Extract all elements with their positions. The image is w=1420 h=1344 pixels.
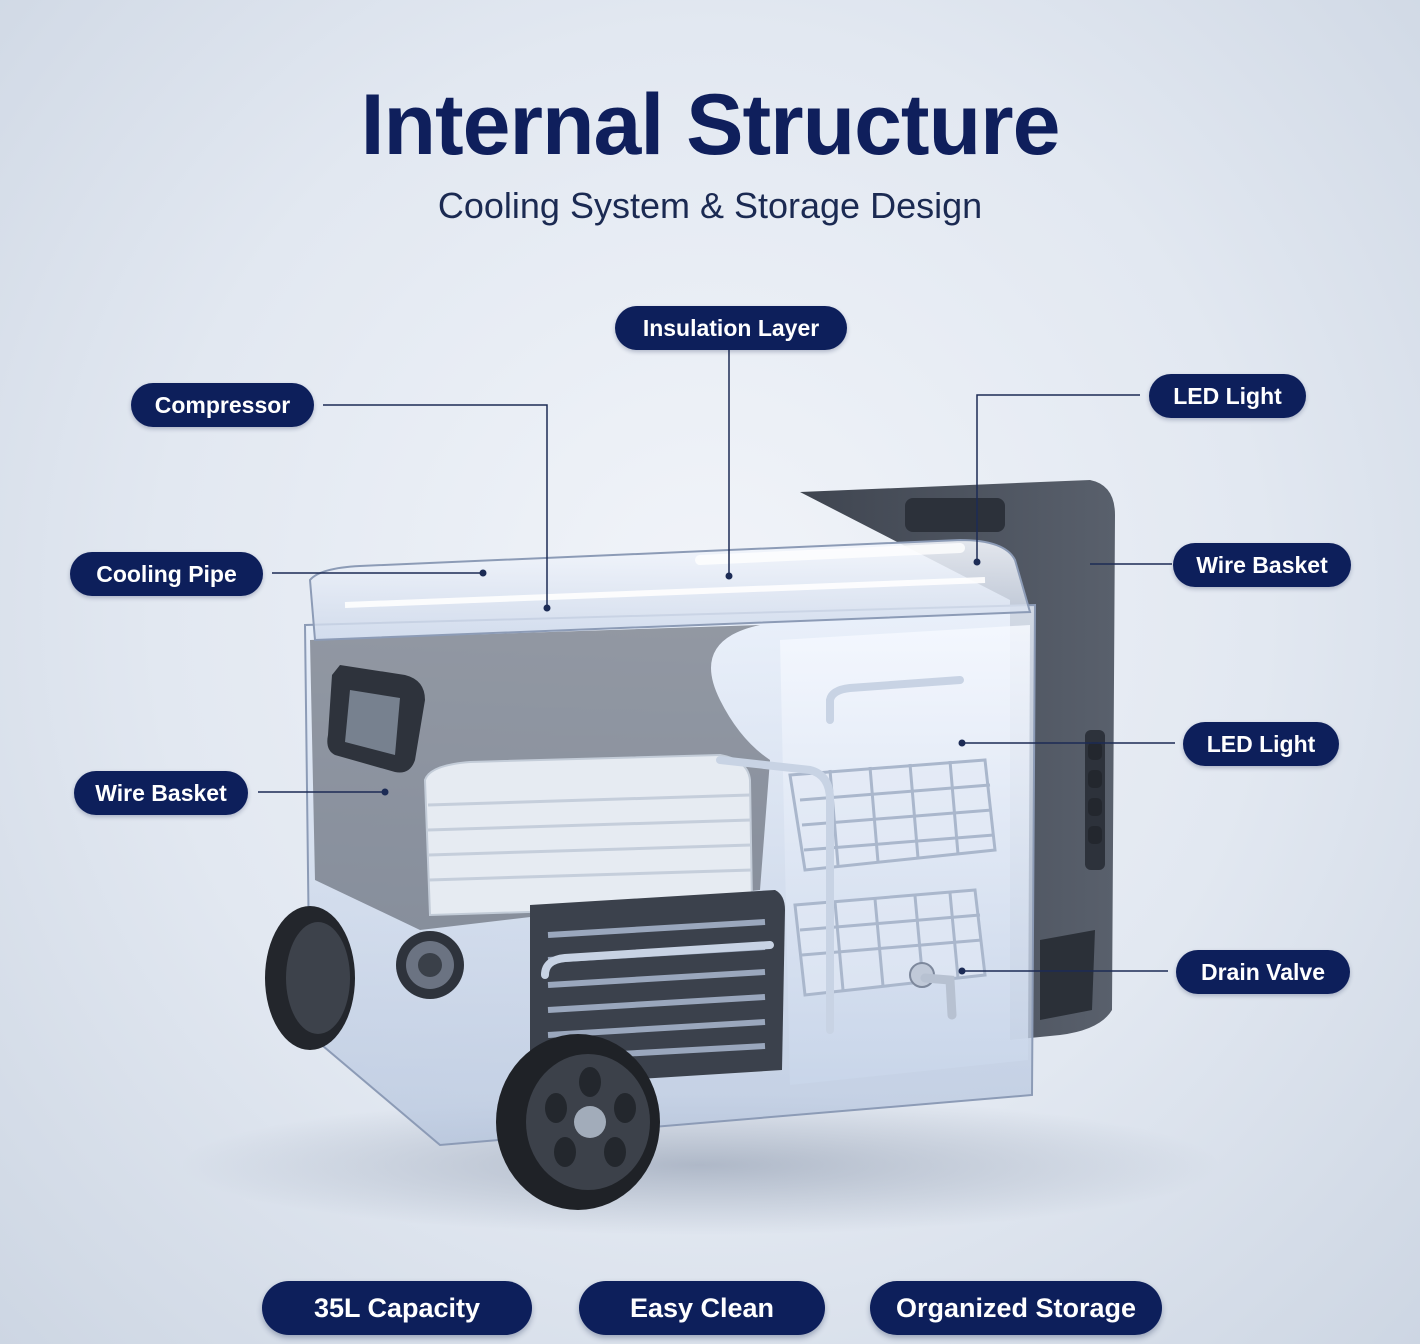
callout-insulation-layer: Insulation Layer [615,306,847,350]
callout-cooling-pipe: Cooling Pipe [70,552,263,596]
feature-capacity: 35L Capacity [262,1281,532,1335]
leader-dots [381,558,981,975]
page-subtitle: Cooling System & Storage Design [437,185,983,226]
page-title: Internal Structure [360,77,1061,173]
rear-wheel [265,906,355,1050]
end-foot [1040,930,1095,1020]
leader-lines [258,350,1175,972]
callout-wire-basket-right: Wire Basket [1173,543,1351,587]
drain-valve-shape [909,962,957,1020]
callout-wire-basket-left: Wire Basket [74,771,248,815]
feature-easy-clean: Easy Clean [579,1281,825,1335]
callout-drain-valve: Drain Valve [1176,950,1350,994]
end-panel [800,480,1115,1040]
front-wheel [496,1034,660,1210]
callout-compressor: Compressor [131,383,314,427]
wire-baskets [788,758,997,997]
vent-slots [1088,742,1102,844]
cooling-pipes [541,676,964,1034]
callout-led-light-top: LED Light [1149,374,1306,418]
carry-handle-slot [905,498,1005,532]
insulation-foam [423,753,754,917]
callout-led-light-right: LED Light [1183,722,1339,766]
lid-light-strip [344,577,986,608]
feature-organized-storage: Organized Storage [870,1281,1162,1335]
control-knob [396,931,464,999]
led-strip-top [695,543,965,565]
